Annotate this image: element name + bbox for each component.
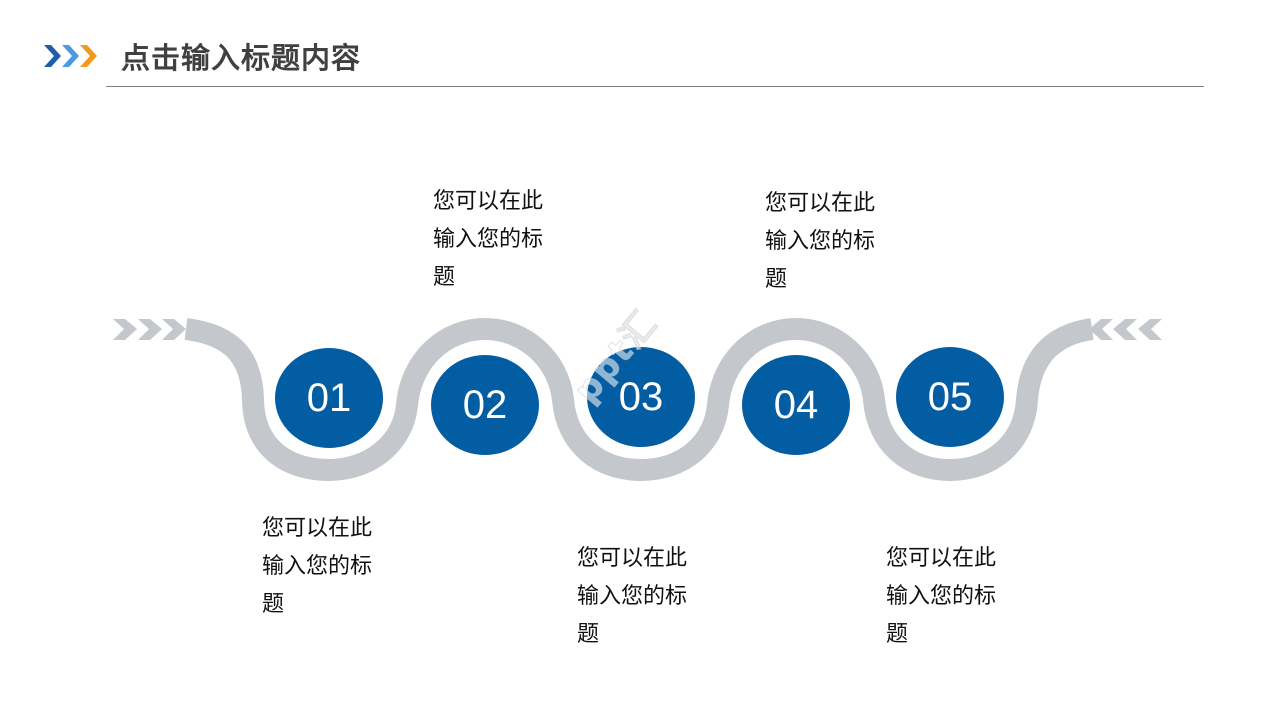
step-number: 05 bbox=[927, 375, 973, 419]
step-circle-01[interactable]: 01 bbox=[275, 348, 383, 448]
step-text-line: 您可以在此 bbox=[577, 546, 688, 571]
step-text-line: 题 bbox=[262, 592, 285, 617]
step-number: 01 bbox=[306, 376, 352, 420]
page-title[interactable]: 点击输入标题内容 bbox=[121, 41, 362, 75]
step-text-line: 您可以在此 bbox=[262, 516, 373, 541]
step-text-line: 题 bbox=[886, 622, 909, 647]
triple-chevron-right-icon bbox=[44, 45, 97, 67]
step-text-04[interactable]: 您可以在此 输入您的标 题 bbox=[765, 185, 900, 299]
step-text-01[interactable]: 您可以在此 输入您的标 题 bbox=[262, 510, 397, 624]
step-text-line: 题 bbox=[433, 265, 456, 290]
step-text-line: 您可以在此 bbox=[765, 191, 876, 216]
step-text-05[interactable]: 您可以在此 输入您的标 题 bbox=[886, 540, 1021, 654]
step-text-line: 输入您的标 bbox=[262, 554, 373, 579]
left-chevrons-icon bbox=[113, 319, 186, 340]
step-text-line: 题 bbox=[577, 622, 600, 647]
step-text-line: 输入您的标 bbox=[886, 584, 997, 609]
step-number: 04 bbox=[773, 383, 819, 427]
step-text-03[interactable]: 您可以在此 输入您的标 题 bbox=[577, 540, 712, 654]
step-circle-05[interactable]: 05 bbox=[896, 347, 1004, 447]
step-text-line: 输入您的标 bbox=[577, 584, 688, 609]
right-chevrons-icon bbox=[1089, 319, 1162, 340]
step-text-line: 您可以在此 bbox=[433, 189, 544, 214]
step-text-line: 题 bbox=[765, 267, 788, 292]
step-text-line: 输入您的标 bbox=[765, 229, 876, 254]
step-number: 03 bbox=[618, 375, 664, 419]
step-text-line: 输入您的标 bbox=[433, 227, 544, 252]
step-number: 02 bbox=[462, 383, 508, 427]
step-circle-03[interactable]: 03 bbox=[587, 347, 695, 447]
step-circle-04[interactable]: 04 bbox=[742, 355, 850, 455]
step-text-line: 您可以在此 bbox=[886, 546, 997, 571]
step-circle-02[interactable]: 02 bbox=[431, 355, 539, 455]
step-text-02[interactable]: 您可以在此 输入您的标 题 bbox=[433, 183, 568, 297]
header-divider bbox=[106, 86, 1204, 87]
